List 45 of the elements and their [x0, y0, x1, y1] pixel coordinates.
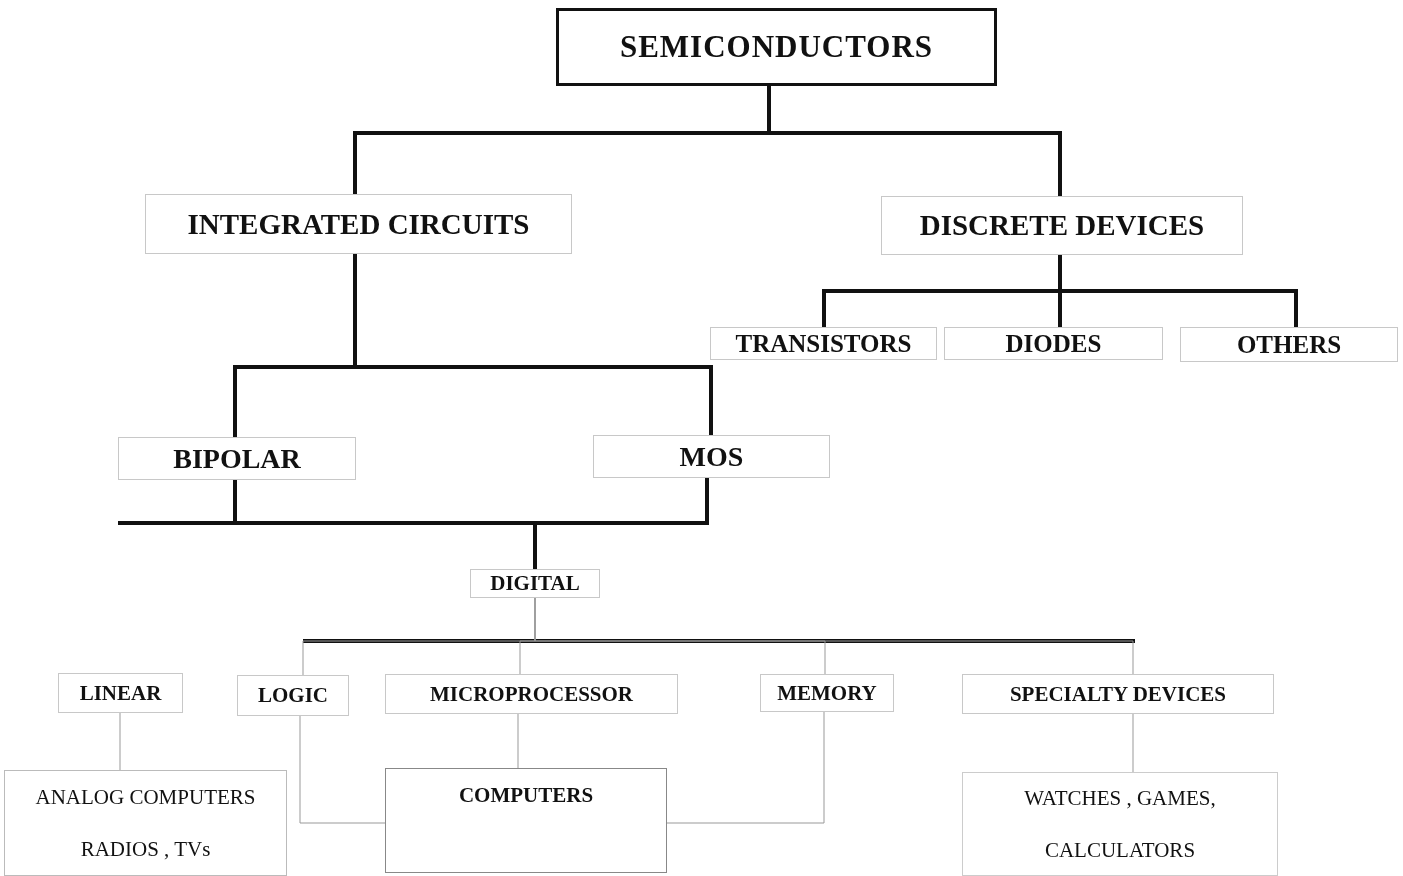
- category-label: INTEGRATED CIRCUITS: [187, 207, 530, 241]
- category-box: [944, 327, 1163, 360]
- category-label: DISCRETE DEVICES: [919, 209, 1205, 242]
- category-label: OTHERS: [1236, 330, 1342, 359]
- category-label: SEMICONDUCTORS: [619, 29, 934, 65]
- category-box: [237, 675, 349, 716]
- connector-line: [533, 478, 709, 569]
- category-box: [58, 673, 183, 713]
- category-box: [118, 437, 356, 480]
- category-box: [145, 194, 572, 254]
- category-label: ANALOG COMPUTERS: [35, 784, 256, 810]
- category-box: [760, 674, 894, 712]
- category-label: MICROPROCESSOR: [430, 681, 633, 707]
- category-box: [962, 772, 1278, 876]
- connector-line: [1058, 255, 1298, 327]
- connector-line: [767, 86, 1062, 196]
- connector-line: [534, 597, 1134, 675]
- category-box: [710, 327, 937, 360]
- category-box: [881, 196, 1243, 255]
- connector-line: [119, 712, 121, 771]
- connector-line: [517, 713, 519, 769]
- category-box: [385, 768, 667, 873]
- category-box: [1180, 327, 1398, 362]
- category-label: DIGITAL: [490, 571, 580, 596]
- category-label: MEMORY: [777, 680, 877, 706]
- category-box: [556, 8, 997, 86]
- category-label: LOGIC: [258, 683, 328, 708]
- category-box: [593, 435, 830, 478]
- category-label: COMPUTERS: [458, 783, 594, 808]
- category-label: BIPOLAR: [173, 442, 301, 475]
- category-label: SPECIALTY DEVICES: [1009, 681, 1227, 707]
- connector-line: [666, 711, 825, 824]
- category-label: WATCHES , GAMES, CALCULATORS: [1023, 784, 1217, 864]
- category-box: [4, 770, 287, 876]
- category-label: MOS: [679, 440, 744, 473]
- category-box: [385, 674, 678, 714]
- category-label: TRANSISTORS: [735, 329, 912, 358]
- connector-line: [353, 254, 713, 435]
- category-label: RADIOS , TVs: [80, 836, 211, 862]
- category-label: DIODES: [1005, 329, 1102, 358]
- category-box: [470, 569, 600, 598]
- connector-line: [299, 715, 386, 824]
- connector-line: [1132, 713, 1134, 773]
- category-label: LINEAR: [79, 680, 162, 706]
- category-box: [962, 674, 1274, 714]
